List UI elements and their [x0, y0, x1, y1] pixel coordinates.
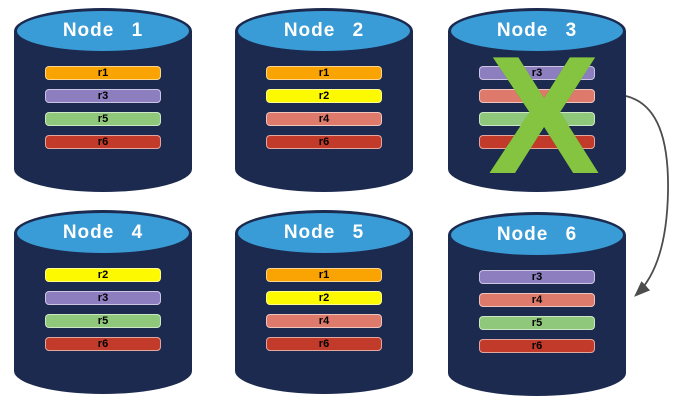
node-title: Node 6 [496, 224, 578, 245]
replica-bar: r6 [266, 135, 382, 149]
replica-list: r1 r3 r5 r6 [45, 66, 161, 158]
node-title: Node 4 [62, 222, 144, 243]
cylinder-body [235, 31, 413, 192]
replica-bar: r2 [45, 268, 161, 282]
replica-label: r2 [318, 291, 330, 304]
replica-label: r5 [97, 314, 109, 327]
replica-bar: r1 [45, 66, 161, 80]
replica-label: r5 [531, 316, 543, 329]
node-4: Node 4 r2 r3 r5 r6 [14, 210, 192, 394]
cylinder-body [14, 233, 192, 394]
cylinder-top: Node 2 [235, 8, 413, 54]
cylinder-top: Node 4 [14, 210, 192, 256]
node-5: Node 5 r1 r2 r4 r6 [235, 210, 413, 394]
replica-label: r6 [318, 337, 330, 350]
replica-label: r6 [97, 135, 109, 148]
replica-bar: r4 [266, 112, 382, 126]
replica-bar: r5 [479, 316, 595, 330]
replica-label: r3 [97, 89, 109, 102]
replica-bar: r3 [45, 291, 161, 305]
replica-label: r3 [531, 270, 543, 283]
cylinder-top: Node 1 [14, 8, 192, 54]
node-1: Node 1 r1 r3 r5 r6 [14, 8, 192, 192]
replica-bar: r2 [266, 89, 382, 103]
replica-list: r1 r2 r4 r6 [266, 66, 382, 158]
replica-bar: r5 [45, 314, 161, 328]
replica-label: r3 [97, 291, 109, 304]
cylinder-body [14, 31, 192, 192]
cylinder-body [448, 235, 626, 396]
replica-list: r1 r2 r4 r6 [266, 268, 382, 360]
replica-label: r1 [97, 66, 109, 79]
replica-bar: r1 [266, 66, 382, 80]
replica-bar: r6 [45, 135, 161, 149]
replica-list: r2 r3 r5 r6 [45, 268, 161, 360]
replica-label: r4 [318, 314, 330, 327]
node-title: Node 5 [283, 222, 365, 243]
cylinder-top: Node 3 [448, 8, 626, 54]
replica-bar: r3 [45, 89, 161, 103]
replica-label: r2 [97, 268, 109, 281]
failover-arrow-path [625, 95, 669, 297]
replica-bar: r2 [266, 291, 382, 305]
cylinder-body [448, 31, 626, 192]
replica-label: r4 [531, 293, 543, 306]
replica-bar: r6 [45, 337, 161, 351]
node-title: Node 3 [496, 20, 578, 41]
replica-label: r1 [318, 268, 330, 281]
replica-bar: r6 [266, 337, 382, 351]
replica-bar: r4 [479, 293, 595, 307]
replica-list: r3 [479, 66, 595, 158]
replica-bar: r6 [479, 339, 595, 353]
replica-bar: r4 [266, 314, 382, 328]
replica-bar: r1 [266, 268, 382, 282]
replica-bar [479, 89, 595, 103]
replica-label: r1 [318, 66, 330, 79]
cylinder-top: Node 6 [448, 212, 626, 258]
cylinder-body [235, 233, 413, 394]
replica-bar [479, 135, 595, 149]
replica-label: r6 [97, 337, 109, 350]
replica-label: r6 [531, 339, 543, 352]
replica-bar: r3 [479, 270, 595, 284]
replica-bar [479, 112, 595, 126]
replica-label: r6 [318, 135, 330, 148]
replica-label: r4 [318, 112, 330, 125]
replica-label: r5 [97, 112, 109, 125]
node-3: Node 3 r3 [448, 8, 626, 192]
node-2: Node 2 r1 r2 r4 r6 [235, 8, 413, 192]
replica-label: r3 [531, 66, 543, 79]
node-title: Node 1 [62, 20, 144, 41]
replica-label: r2 [318, 89, 330, 102]
replica-bar: r3 [479, 66, 595, 80]
replica-list: r3 r4 r5 r6 [479, 270, 595, 362]
node-6: Node 6 r3 r4 r5 r6 [448, 212, 626, 396]
replica-bar: r5 [45, 112, 161, 126]
node-title: Node 2 [283, 20, 365, 41]
cylinder-top: Node 5 [235, 210, 413, 256]
